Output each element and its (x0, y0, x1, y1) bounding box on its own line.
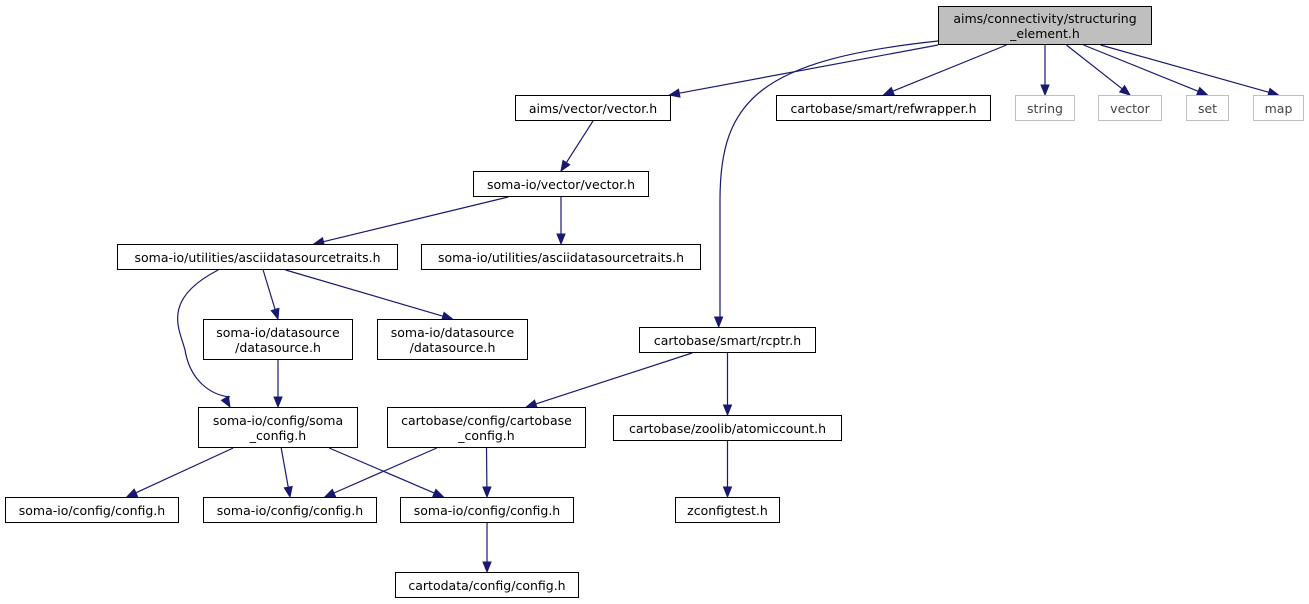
node-label-line: /datasource.h (409, 339, 496, 355)
node-set[interactable]: set (1186, 95, 1229, 121)
edge-rcptr-to-cartobase_config (535, 352, 693, 405)
node-label-line: _config.h (249, 427, 307, 443)
node-label: soma-io/utilities/asciidatasourcetraits.… (134, 249, 381, 265)
node-soma-config[interactable]: soma-io/config/soma _config.h (198, 407, 358, 448)
node-somaio-config-2[interactable]: soma-io/config/config.h (203, 497, 377, 523)
node-zconfigtest[interactable]: zconfigtest.h (675, 497, 780, 523)
node-label: soma-io/config/config.h (18, 502, 166, 518)
node-cartodata-config[interactable]: cartodata/config/config.h (395, 572, 579, 598)
node-atomiccount[interactable]: cartobase/zoolib/atomiccount.h (613, 415, 842, 441)
edge-root-to-aims_vector (679, 44, 939, 94)
node-label-line: cartobase/config/cartobase (401, 412, 572, 428)
edges-layer (125, 40, 1280, 574)
arrowhead-aims_vector-to-somaio_vector (560, 159, 571, 173)
node-aims-vector[interactable]: aims/vector/vector.h (515, 95, 671, 121)
node-label: vector (1110, 100, 1150, 116)
node-label-line: soma-io/config/soma (212, 412, 344, 428)
node-asciidatasourcetraits[interactable]: soma-io/utilities/asciidatasourcetraits.… (117, 244, 398, 270)
node-map[interactable]: map (1253, 95, 1304, 121)
arrowhead-soma_config-to-config_b (283, 485, 293, 499)
node-label: cartobase/smart/refwrapper.h (790, 100, 977, 116)
node-label: zconfigtest.h (687, 502, 768, 518)
node-cartobase-refwrapper[interactable]: cartobase/smart/refwrapper.h (776, 95, 991, 121)
edge-soma_config-to-config_b (280, 447, 289, 488)
node-label: soma-io/utilities/asciidatasourcetraits.… (437, 249, 684, 265)
node-somaio-config[interactable]: soma-io/config/config.h (5, 497, 179, 523)
node-label: aims/vector/vector.h (528, 100, 658, 116)
edge-ascii_a-to-datasource_b (285, 269, 444, 317)
arrowhead-rcptr-to-atomiccount (722, 404, 733, 417)
node-label-line: aims/connectivity/structuring (953, 10, 1137, 26)
node-vector[interactable]: vector (1098, 95, 1162, 121)
arrowhead-datasource_a-to-soma_config (273, 396, 283, 409)
arrowhead-cartobase_config-to-config_b (323, 488, 337, 498)
node-label: soma-io/config/config.h (216, 502, 364, 518)
arrowhead-cartobase_config-to-config_c (482, 486, 492, 499)
arrowhead-root-to-vector (1118, 84, 1132, 96)
node-cartobase-config[interactable]: cartobase/config/cartobase _config.h (387, 407, 586, 448)
node-label-line: soma-io/datasource (216, 324, 340, 340)
edge-cartobase_config-to-config_b (333, 447, 437, 494)
edge-ascii_a-to-datasource_a (262, 269, 276, 310)
edge-soma_config-to-config_c (328, 447, 435, 494)
arrowhead-config_c-to-cartodata_config (482, 561, 492, 574)
node-label: soma-io/vector/vector.h (486, 176, 636, 192)
node-label: cartobase/zoolib/atomiccount.h (628, 420, 827, 436)
node-cartobase-rcptr[interactable]: cartobase/smart/rcptr.h (639, 327, 816, 353)
node-string[interactable]: string (1015, 95, 1075, 121)
arrowhead-root-to-refwrapper (882, 86, 896, 96)
node-label: cartobase/smart/rcptr.h (653, 332, 802, 348)
edge-root-to-map (1100, 44, 1270, 93)
node-datasource[interactable]: soma-io/datasource /datasource.h (203, 319, 353, 360)
arrowhead-root-to-rcptr (713, 316, 724, 329)
arrowhead-root-to-string (1040, 84, 1050, 97)
edge-root-to-refwrapper (892, 44, 1007, 92)
node-label: map (1264, 100, 1293, 116)
arrowhead-root-to-aims_vector (668, 88, 681, 98)
node-root-structuring-element[interactable]: aims/connectivity/structuring _element.h (938, 6, 1152, 45)
arrowhead-somaio_vector-to-ascii_b (556, 233, 566, 246)
node-label: string (1027, 100, 1063, 116)
node-somaio-vector[interactable]: soma-io/vector/vector.h (473, 171, 649, 197)
edge-somaio_vector-to-ascii_a (323, 196, 509, 243)
arrowhead-ascii_a-to-soma_config (220, 395, 231, 409)
edge-root-to-vector (1066, 44, 1123, 90)
node-somaio-config-3[interactable]: soma-io/config/config.h (400, 497, 574, 523)
node-asciidatasourcetraits-2[interactable]: soma-io/utilities/asciidatasourcetraits.… (421, 244, 701, 270)
edge-root-to-set (1083, 44, 1199, 92)
arrowhead-soma_config-to-config_a (125, 488, 139, 498)
node-label: set (1197, 100, 1218, 116)
edge-soma_config-to-config_a (135, 447, 234, 494)
node-label-line: /datasource.h (235, 339, 321, 355)
edge-aims_vector-to-somaio_vector (565, 120, 594, 163)
node-label: soma-io/config/config.h (413, 502, 561, 518)
arrowhead-root-to-set (1195, 86, 1209, 96)
edge-root-to-rcptr (719, 40, 939, 317)
node-label: cartodata/config/config.h (408, 577, 566, 593)
arrowhead-atomiccount-to-zconfigtest (722, 486, 733, 499)
node-label-line: soma-io/datasource (390, 324, 515, 340)
node-label-line: _element.h (1010, 25, 1080, 41)
node-datasource-2[interactable]: soma-io/datasource /datasource.h (377, 319, 528, 360)
node-label-line: _config.h (458, 427, 515, 443)
arrowhead-ascii_a-to-datasource_a (270, 307, 280, 321)
edge-ascii_a-to-soma_config (177, 269, 231, 398)
arrowhead-soma_config-to-config_c (431, 488, 445, 498)
